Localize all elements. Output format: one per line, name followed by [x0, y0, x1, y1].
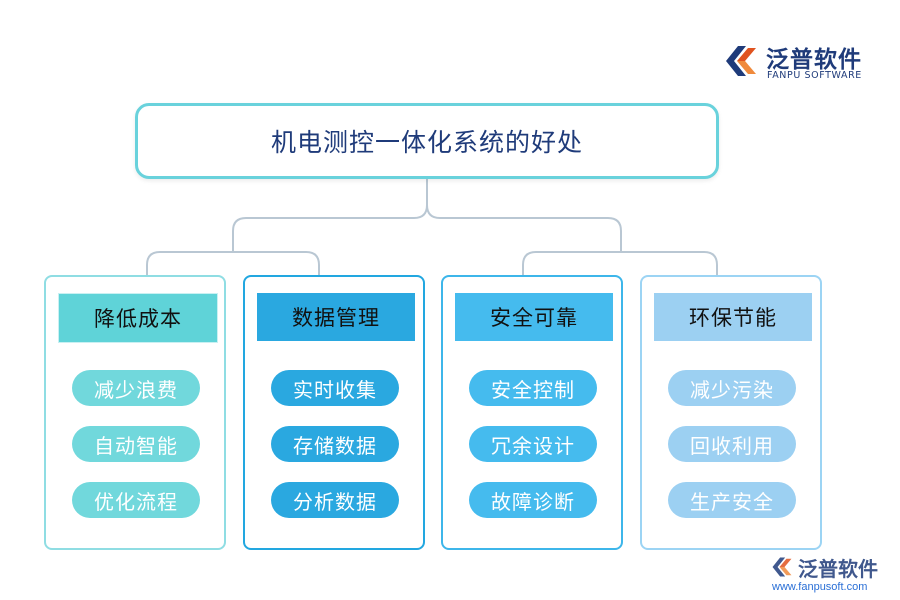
category-header: 环保节能	[654, 293, 812, 341]
category-item: 实时收集	[271, 370, 399, 406]
watermark-logo: 泛普软件 www.fanpusoft.com	[770, 555, 895, 597]
category-item-list: 实时收集 存储数据 分析数据	[271, 370, 401, 538]
category-item: 减少浪费	[72, 370, 200, 406]
category-card-safety: 安全可靠 安全控制 冗余设计 故障诊断	[441, 275, 623, 550]
category-item: 存储数据	[271, 426, 399, 462]
category-item: 回收利用	[668, 426, 796, 462]
watermark-name-cn: 泛普软件	[798, 557, 878, 581]
connector-left-group	[146, 251, 320, 275]
category-item: 冗余设计	[469, 426, 597, 462]
category-card-cost: 降低成本 减少浪费 自动智能 优化流程	[44, 275, 226, 550]
connector-right-branch	[426, 204, 622, 252]
brand-name-en: FANPU SOFTWARE	[767, 70, 862, 81]
title-box: 机电测控一体化系统的好处	[135, 103, 719, 179]
category-item: 生产安全	[668, 482, 796, 518]
category-item: 安全控制	[469, 370, 597, 406]
diagram-title: 机电测控一体化系统的好处	[270, 128, 583, 157]
category-item-list: 减少污染 回收利用 生产安全	[668, 370, 798, 538]
brand-logo: 泛普软件 FANPU SOFTWARE	[722, 40, 872, 88]
category-item-list: 减少浪费 自动智能 优化流程	[72, 370, 202, 538]
category-header: 数据管理	[257, 293, 415, 341]
category-card-data: 数据管理 实时收集 存储数据 分析数据	[243, 275, 425, 550]
category-item-list: 安全控制 冗余设计 故障诊断	[469, 370, 599, 538]
category-item: 优化流程	[72, 482, 200, 518]
category-card-eco: 环保节能 减少污染 回收利用 生产安全	[640, 275, 822, 550]
brand-name-cn: 泛普软件	[766, 47, 862, 73]
connector-left-branch	[232, 179, 428, 252]
category-item: 分析数据	[271, 482, 399, 518]
category-header: 降低成本	[58, 293, 218, 343]
connector-right-group	[522, 251, 718, 275]
category-header: 安全可靠	[455, 293, 613, 341]
category-item: 减少污染	[668, 370, 796, 406]
category-item: 自动智能	[72, 426, 200, 462]
category-item: 故障诊断	[469, 482, 597, 518]
fanpu-logo-icon	[726, 46, 756, 76]
fanpu-watermark-icon	[772, 557, 792, 577]
watermark-url: www.fanpusoft.com	[772, 581, 868, 593]
